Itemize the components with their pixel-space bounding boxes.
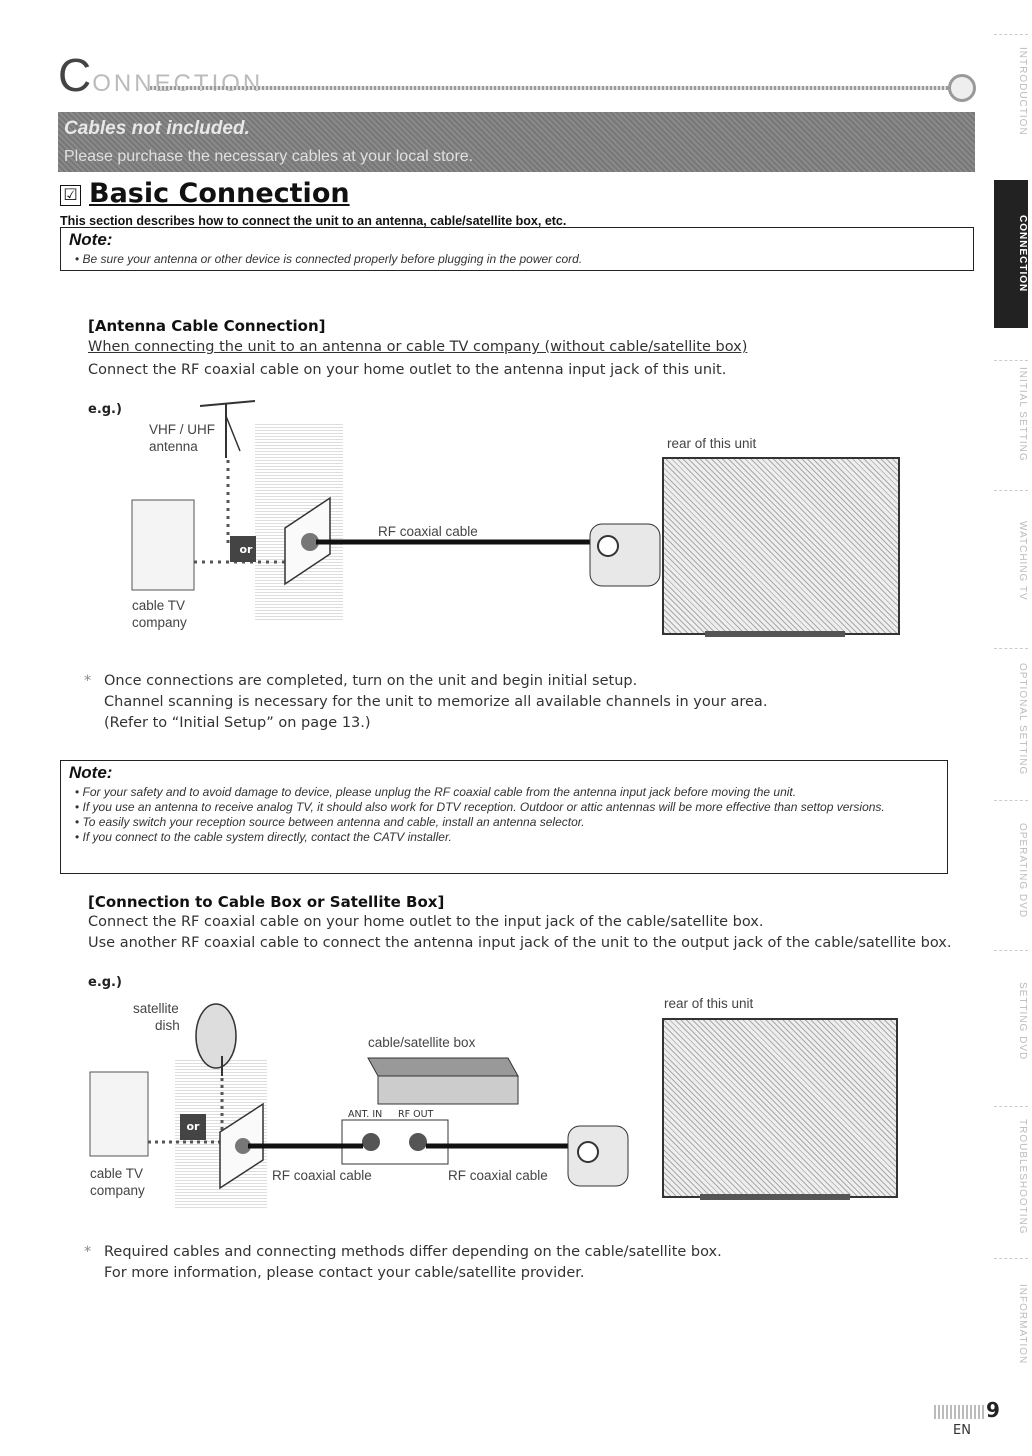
after-antenna-line-3: (Refer to “Initial Setup” on page 13.) [104,715,371,731]
rf-out-label: RF OUT [398,1109,434,1120]
rf-cable-label-2a: RF coaxial cable [272,1168,372,1183]
note-2-item: If you use an antenna to receive analog … [75,800,941,815]
page-number-decoration [934,1405,984,1419]
note-2-item: To easily switch your reception source b… [75,815,941,830]
note-box-1: Note: Be sure your antenna or other devi… [60,227,974,271]
ant-in-label: ANT. IN [348,1109,383,1120]
antenna-heading: [Antenna Cable Connection] [88,317,326,335]
satellite-dish-icon [195,1003,237,1076]
side-tab-setting-dvd[interactable]: SETTING DVD [994,950,1028,1091]
banner-line-2: Please purchase the necessary cables at … [64,148,474,165]
side-tab-introduction[interactable]: INTRODUCTION [994,34,1028,147]
note-box-2: Note: For your safety and to avoid damag… [60,760,948,874]
note-1-title: Note: [69,230,113,249]
side-tab-troubleshooting[interactable]: TROUBLESHOOTING [994,1106,1028,1247]
tv-rear-1 [662,457,900,635]
banner-line-1: Cables not included. [64,118,250,139]
section-description: This section describes how to connect th… [60,214,567,228]
asterisk-1: * [84,673,92,689]
cablebox-heading: [Connection to Cable Box or Satellite Bo… [88,893,445,911]
antenna-icon [199,400,256,458]
page-number: 9 [986,1398,1000,1422]
cablebox-diagram [89,1003,629,1190]
note-2-list: For your safety and to avoid damage to d… [75,785,941,845]
note-1-item: Be sure your antenna or other device is … [75,252,583,267]
cables-banner: Cables not included. Please purchase the… [58,112,975,172]
tv-stand-2 [700,1194,850,1200]
note-2-item: If you connect to the cable system direc… [75,830,941,845]
box-jack-panel [341,1119,449,1165]
after-cablebox-line-2: For more information, please contact you… [104,1265,585,1281]
or-box-2 [180,1114,206,1140]
cable-box-icon [367,1057,519,1105]
title-end-dot [948,74,976,102]
side-tab-initial-setting[interactable]: INITIAL SETTING [994,360,1028,467]
chapter-title-rest: ONNECTION [92,70,264,97]
chapter-title-initial: C [58,49,93,101]
or-box-1 [230,536,256,562]
tv-stand-1 [705,631,845,637]
checkbox-icon: ☑ [60,185,81,206]
side-tab-watching-tv[interactable]: WATCHING TV [994,490,1028,631]
note-2-item: For your safety and to avoid damage to d… [75,785,941,800]
side-tab-information[interactable]: INFORMATION [994,1258,1028,1389]
side-tab-connection[interactable]: CONNECTION [994,180,1028,328]
or-text-1: or [239,543,253,556]
rf-cable-label-2b: RF coaxial cable [448,1168,548,1183]
cablebox-text-2: Use another RF coaxial cable to connect … [88,935,952,951]
cablebox-text-1: Connect the RF coaxial cable on your hom… [88,914,764,930]
eg-label-2: e.g.) [88,975,122,990]
box-label: cable/satellite box [368,1035,476,1050]
eg-label-1: e.g.) [88,402,122,417]
company-label-2b: company [90,1183,145,1198]
antenna-label-1: VHF / UHF [149,422,215,437]
after-cablebox-line-1: Required cables and connecting methods d… [104,1244,722,1260]
antenna-diagram [131,400,661,591]
rear-label-1: rear of this unit [667,436,757,451]
or-text-2: or [186,1120,200,1133]
language-label: EN [953,1423,971,1438]
asterisk-2: * [84,1244,92,1260]
cable-company-building [131,499,195,591]
antenna-text: Connect the RF coaxial cable on your hom… [88,362,727,378]
rear-label-2: rear of this unit [664,996,754,1011]
antenna-subheading: When connecting the unit to an antenna o… [88,339,748,355]
after-antenna-line-1: Once connections are completed, turn on … [104,673,638,689]
side-tab-optional-setting[interactable]: OPTIONAL SETTING [994,648,1028,789]
side-tab-operating-dvd[interactable]: OPERATING DVD [994,800,1028,941]
company-label-1b: company [132,615,187,630]
note-2-title: Note: [69,763,113,782]
company-label-2a: cable TV [90,1166,144,1181]
chapter-title: CONNECTION [58,48,263,102]
tv-rear-2 [662,1018,898,1198]
section-heading: ☑ Basic Connection [60,178,350,209]
dish-label-2: dish [155,1018,180,1033]
rf-cable-label-1: RF coaxial cable [378,524,478,539]
title-rule [150,86,950,90]
section-title: Basic Connection [89,178,350,209]
after-antenna-line-2: Channel scanning is necessary for the un… [104,694,768,710]
antenna-label-2: antenna [149,439,198,454]
antenna-jack-zoom-1 [589,523,661,587]
cable-company-building-2 [89,1071,149,1157]
company-label-1a: cable TV [132,598,186,613]
dish-label-1: satellite [133,1001,179,1016]
